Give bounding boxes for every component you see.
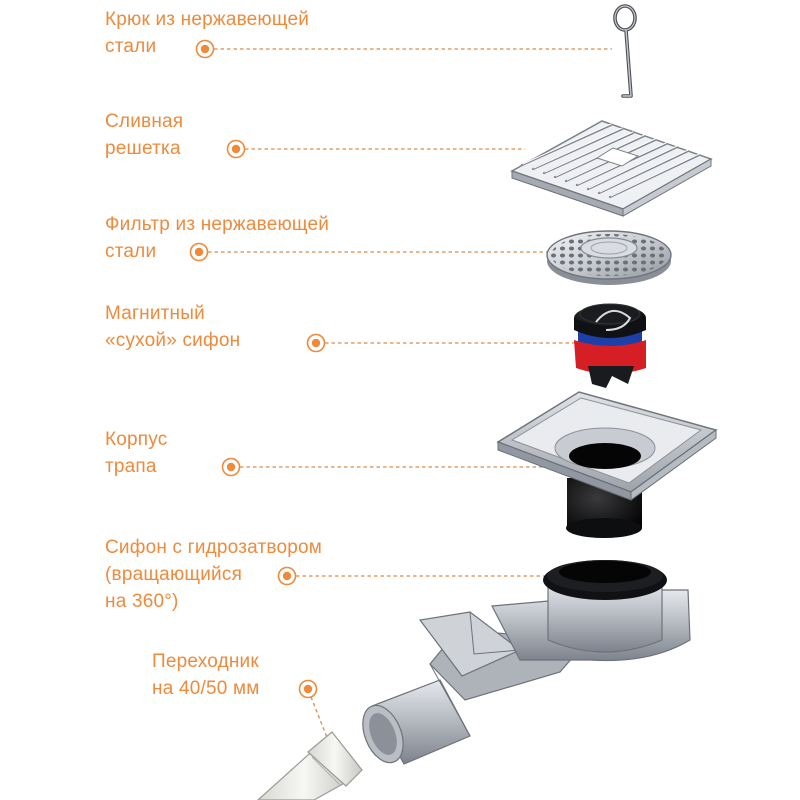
markers: [189, 39, 326, 699]
label-filter-line-2: стали: [105, 241, 157, 262]
label-hook-line-2: стали: [105, 36, 157, 57]
label-hook-line-1: Крюк из нержавеющей: [105, 9, 310, 30]
label-adapter-line-1: Переходник: [152, 651, 259, 672]
label-water-trap: Сифон с гидрозатвором (вращающийся на 36…: [105, 534, 322, 615]
label-water-trap-line-3: на 360°): [105, 591, 179, 612]
label-grate-line-2: решетка: [105, 138, 181, 159]
marker-filter-icon: [189, 242, 209, 262]
marker-hook-icon: [195, 39, 215, 59]
water-trap-icon: [362, 560, 691, 765]
label-adapter: Переходник на 40/50 мм: [152, 648, 260, 702]
filter-icon: [546, 230, 672, 285]
label-body: Корпус трапа: [105, 426, 167, 480]
marker-water-trap-icon: [277, 566, 297, 586]
hook-icon: [613, 4, 637, 98]
label-body-line-1: Корпус: [105, 429, 168, 450]
marker-grate-icon: [226, 139, 246, 159]
label-water-trap-line-2: (вращающийся: [105, 564, 243, 585]
grate-icon: [510, 120, 713, 217]
label-filter-line-1: Фильтр из нержавеющей: [105, 214, 330, 235]
label-adapter-line-2: на 40/50 мм: [152, 678, 260, 699]
label-dry-trap: Магнитный «сухой» сифон: [105, 300, 240, 354]
leader-lines: [208, 48, 612, 746]
label-water-trap-line-1: Сифон с гидрозатвором: [105, 537, 323, 558]
marker-dry-trap-icon: [306, 333, 326, 353]
adapter-pipe-icon: [257, 731, 363, 800]
marker-body-icon: [221, 457, 241, 477]
label-body-line-2: трапа: [105, 456, 157, 477]
label-dry-trap-line-1: Магнитный: [105, 303, 205, 324]
label-dry-trap-line-2: «сухой» сифон: [105, 330, 241, 351]
leader-line-adapter: [310, 696, 331, 746]
label-hook: Крюк из нержавеющей стали: [105, 6, 309, 60]
label-grate-line-1: Сливная: [105, 111, 184, 132]
drain-body-icon: [496, 391, 718, 538]
dry-trap-icon: [574, 303, 646, 388]
marker-adapter-icon: [298, 679, 318, 699]
label-filter: Фильтр из нержавеющей стали: [105, 211, 329, 265]
label-grate: Сливная решетка: [105, 108, 183, 162]
